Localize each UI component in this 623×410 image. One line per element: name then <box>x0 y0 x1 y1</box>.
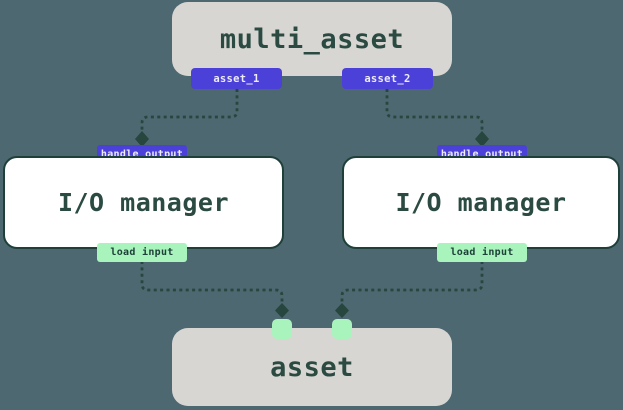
arrowhead-diamond-icon <box>335 303 349 318</box>
connector-asset1-to-handle-output <box>140 89 239 130</box>
output-badge-asset-2-label: asset_2 <box>364 72 411 85</box>
node-io-manager-left: I/O manager <box>3 156 284 249</box>
output-badge-asset-1-label: asset_1 <box>213 72 260 85</box>
handle-output-badge-right-label: handle output <box>440 148 524 160</box>
load-input-badge-left-label: load input <box>110 247 174 258</box>
connector-load-input-right-to-asset <box>340 261 484 303</box>
handle-output-badge-left-label: handle output <box>100 148 184 160</box>
node-multi-asset: multi_asset <box>172 2 452 76</box>
connector-load-input-left-to-asset <box>140 261 284 303</box>
arrowhead-diamond-icon <box>275 303 289 318</box>
node-io-manager-left-title: I/O manager <box>57 188 230 217</box>
load-input-badge-left: load input <box>97 243 187 262</box>
output-badge-asset-1: asset_1 <box>191 68 282 89</box>
node-io-manager-right: I/O manager <box>342 156 620 249</box>
output-badge-asset-2: asset_2 <box>342 68 433 89</box>
load-input-badge-right: load input <box>437 243 527 262</box>
node-multi-asset-title: multi_asset <box>219 23 405 55</box>
asset-input-port-1 <box>272 319 292 339</box>
connector-asset2-to-handle-output <box>385 89 484 130</box>
load-input-badge-right-label: load input <box>450 247 514 258</box>
asset-input-port-2 <box>332 319 352 339</box>
node-asset-title: asset <box>270 351 354 383</box>
node-io-manager-right-title: I/O manager <box>395 188 567 217</box>
node-asset: asset <box>172 328 452 406</box>
